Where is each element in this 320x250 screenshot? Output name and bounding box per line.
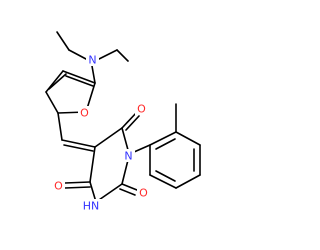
bonds xyxy=(45,31,201,203)
bond-n-furan xyxy=(91,65,96,84)
atom-amine-nitrogen: N xyxy=(86,53,99,67)
bond-aryl-inner-3 xyxy=(155,170,176,182)
bond-ch-c5-double-a xyxy=(61,139,96,148)
bond-c5-c6 xyxy=(94,127,123,148)
bond-furan-c3-c4-double xyxy=(48,73,67,90)
ring-nitrogen-h-label: HN xyxy=(83,200,100,213)
bond-aryl-1-2 xyxy=(149,131,177,146)
bond-c6-n1 xyxy=(121,127,129,151)
atom-furan-oxygen: O xyxy=(78,106,91,120)
bond-c2-o-double-a xyxy=(121,183,138,191)
bond-ethyl2-ch2 xyxy=(98,49,118,60)
bond-furan-c4-c5-double xyxy=(65,75,94,87)
bond-ethyl1-ch2 xyxy=(68,49,87,60)
bond-c2-o-double-b xyxy=(119,188,136,196)
atom-ring-nitrogen-h: HN xyxy=(80,199,102,213)
bond-furan-c4-c5 xyxy=(62,70,96,84)
carbonyl-oxygen-left-label: O xyxy=(54,180,63,193)
bond-aryl-5-6 xyxy=(149,174,177,189)
bond-ethyl1-ch3 xyxy=(56,31,70,51)
carbonyl-oxygen-right-label: O xyxy=(139,187,148,200)
atom-labels: N O O N O O HN xyxy=(52,53,150,213)
bond-aryl-inner-1 xyxy=(155,138,176,150)
atom-carbonyl-oxygen-left: O xyxy=(52,179,65,193)
bond-n3-c4 xyxy=(89,181,97,203)
atom-carbonyl-oxygen-right: O xyxy=(137,186,150,200)
molecule-structure: N O O N O O HN xyxy=(45,31,201,213)
bond-c4-c5 xyxy=(89,146,96,183)
ring-nitrogen-substituted-label: N xyxy=(124,150,132,163)
atom-carbonyl-oxygen-top: O xyxy=(135,102,148,116)
atom-ring-nitrogen-substituted: N xyxy=(122,149,135,163)
bond-furan-c3-c4 xyxy=(45,70,64,93)
bond-furan-ch xyxy=(57,112,63,141)
furan-oxygen-label: O xyxy=(80,107,89,120)
bond-n1-aryl xyxy=(133,144,151,153)
bond-c4-o-double-b xyxy=(64,186,91,189)
bond-ethyl2-ch3 xyxy=(116,49,129,62)
bond-ch-c5-double-b xyxy=(63,144,94,152)
carbonyl-oxygen-top-label: O xyxy=(137,103,146,116)
bond-c6-o-double-b xyxy=(125,115,140,131)
amine-nitrogen-label: N xyxy=(88,54,96,67)
bond-n1-c2 xyxy=(121,159,129,185)
bond-c4-o-double-a xyxy=(64,181,91,184)
bond-c6-o-double-a xyxy=(121,111,138,129)
bond-furan-c2-c3 xyxy=(45,91,59,114)
bond-aryl-2-3 xyxy=(175,131,201,146)
bond-aryl-4-5 xyxy=(175,174,201,189)
